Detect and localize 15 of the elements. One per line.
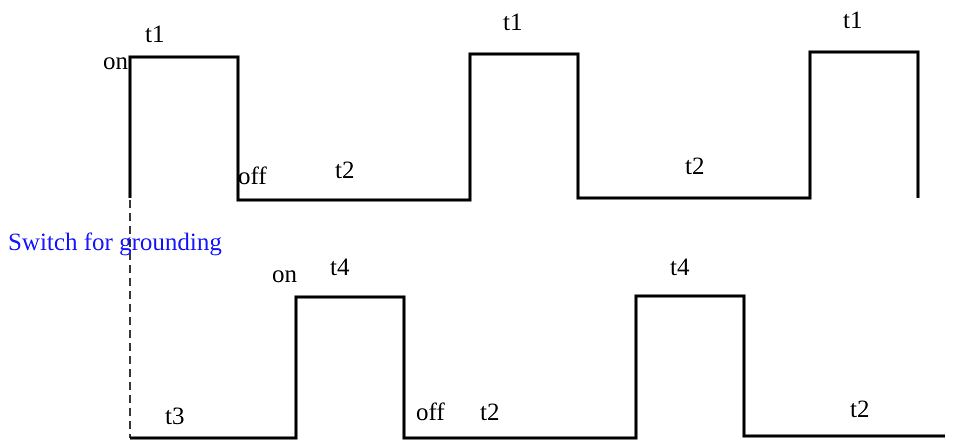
- annotation-text: Switch for grounding: [8, 229, 222, 257]
- time-label: t4: [670, 254, 690, 282]
- state-label: off: [238, 163, 267, 191]
- time-label: t2: [685, 153, 704, 181]
- time-label: t2: [335, 157, 354, 185]
- time-label: t3: [165, 403, 184, 431]
- time-label: t1: [145, 21, 164, 49]
- state-label: on: [103, 48, 128, 76]
- time-label: t1: [503, 9, 522, 37]
- state-label: off: [416, 399, 445, 427]
- time-label: t2: [480, 399, 500, 427]
- state-label: on: [272, 261, 297, 289]
- time-label: t4: [330, 254, 350, 282]
- time-label: t1: [843, 7, 862, 35]
- time-label: t2: [850, 396, 870, 424]
